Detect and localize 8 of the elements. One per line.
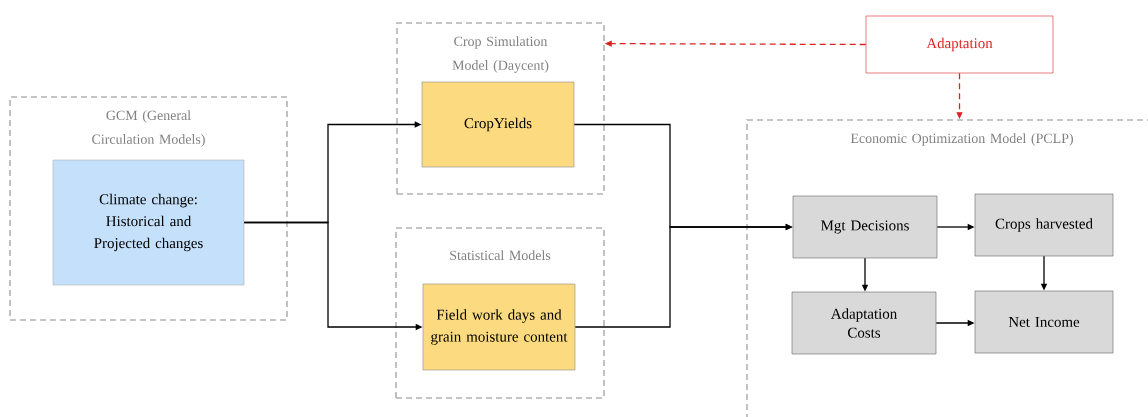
process-box: Mgt Decisions (792, 195, 938, 259)
process-box: Field work days and grain moisture content (422, 283, 576, 371)
process-box: Net Income (974, 290, 1114, 354)
process-box: CropYields (421, 81, 575, 168)
process-box: Crops harvested (974, 193, 1114, 257)
adaptation-box: Adaptation (865, 15, 1054, 74)
process-box: Adaptation Costs (791, 291, 937, 355)
process-box: Climate change: Historical and Projected changes (52, 159, 245, 286)
